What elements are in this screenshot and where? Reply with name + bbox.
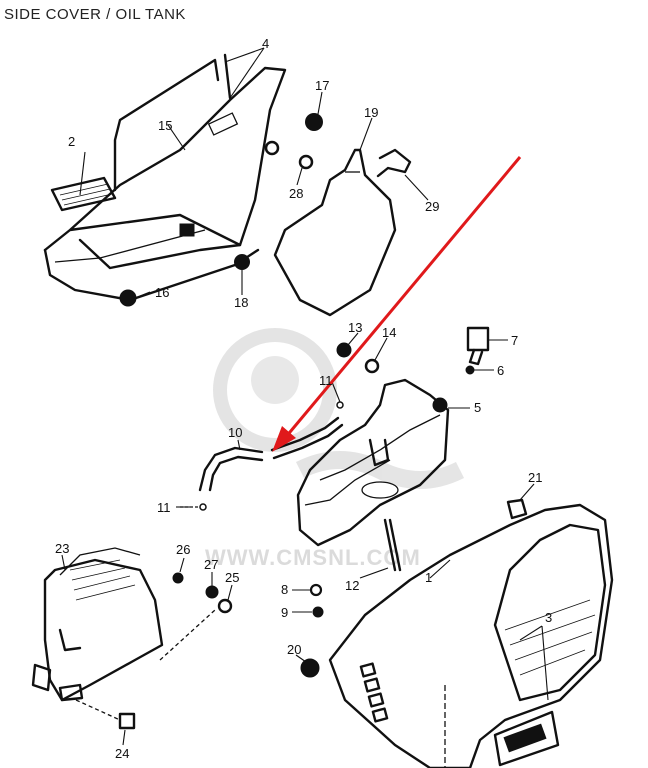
callout-17: 17 xyxy=(315,78,329,93)
callout-27: 27 xyxy=(204,557,218,572)
callout-13: 13 xyxy=(348,320,362,335)
grommets xyxy=(119,113,323,307)
small-parts-lower-left xyxy=(118,572,233,730)
callout-11-lower: 11 xyxy=(157,500,171,515)
part-side-cover-frame xyxy=(43,53,287,302)
part-oil-tank xyxy=(296,378,450,547)
callout-14: 14 xyxy=(382,325,396,340)
watermark-text: WWW.CMSNL.COM xyxy=(205,545,421,570)
callout-9: 9 xyxy=(281,605,288,620)
callout-10: 10 xyxy=(228,425,242,440)
callout-29: 29 xyxy=(425,199,439,214)
part-bracket xyxy=(273,148,412,317)
callout-24: 24 xyxy=(115,746,129,761)
callout-15: 15 xyxy=(158,118,172,133)
callout-11-upper: 11 xyxy=(319,373,333,388)
callout-2: 2 xyxy=(68,134,75,149)
part-side-cover xyxy=(328,503,614,768)
leader-lines xyxy=(61,47,549,746)
callout-21: 21 xyxy=(528,470,542,485)
callout-19: 19 xyxy=(364,105,378,120)
callout-6: 6 xyxy=(497,363,504,378)
small-grommets xyxy=(300,498,528,678)
part-hose xyxy=(180,401,344,511)
part-emblem xyxy=(493,710,560,767)
callout-16: 16 xyxy=(155,285,169,300)
fasteners xyxy=(309,518,402,618)
part-label-plate xyxy=(50,176,117,212)
callout-8: 8 xyxy=(281,582,288,597)
callout-26: 26 xyxy=(176,542,190,557)
page-title: SIDE COVER / OIL TANK xyxy=(4,6,186,23)
callout-3: 3 xyxy=(545,610,552,625)
callout-1: 1 xyxy=(425,570,432,585)
callout-28: 28 xyxy=(289,186,303,201)
callout-7: 7 xyxy=(511,333,518,348)
part-bolt-washer xyxy=(336,342,380,374)
red-pointer-arrow xyxy=(272,156,522,452)
part-tank-cap xyxy=(465,326,490,375)
callout-12: 12 xyxy=(345,578,359,593)
callout-18: 18 xyxy=(234,295,248,310)
part-battery-box xyxy=(31,547,164,721)
callout-23: 23 xyxy=(55,541,69,556)
callout-5: 5 xyxy=(474,400,481,415)
callout-20: 20 xyxy=(287,642,301,657)
watermark: WWW.CMSNL.COM xyxy=(205,328,465,570)
callout-25: 25 xyxy=(225,570,239,585)
callout-4: 4 xyxy=(262,36,269,51)
callout-labels: 1 2 3 4 5 6 7 8 9 10 11 11 12 13 14 15 1… xyxy=(55,36,552,761)
